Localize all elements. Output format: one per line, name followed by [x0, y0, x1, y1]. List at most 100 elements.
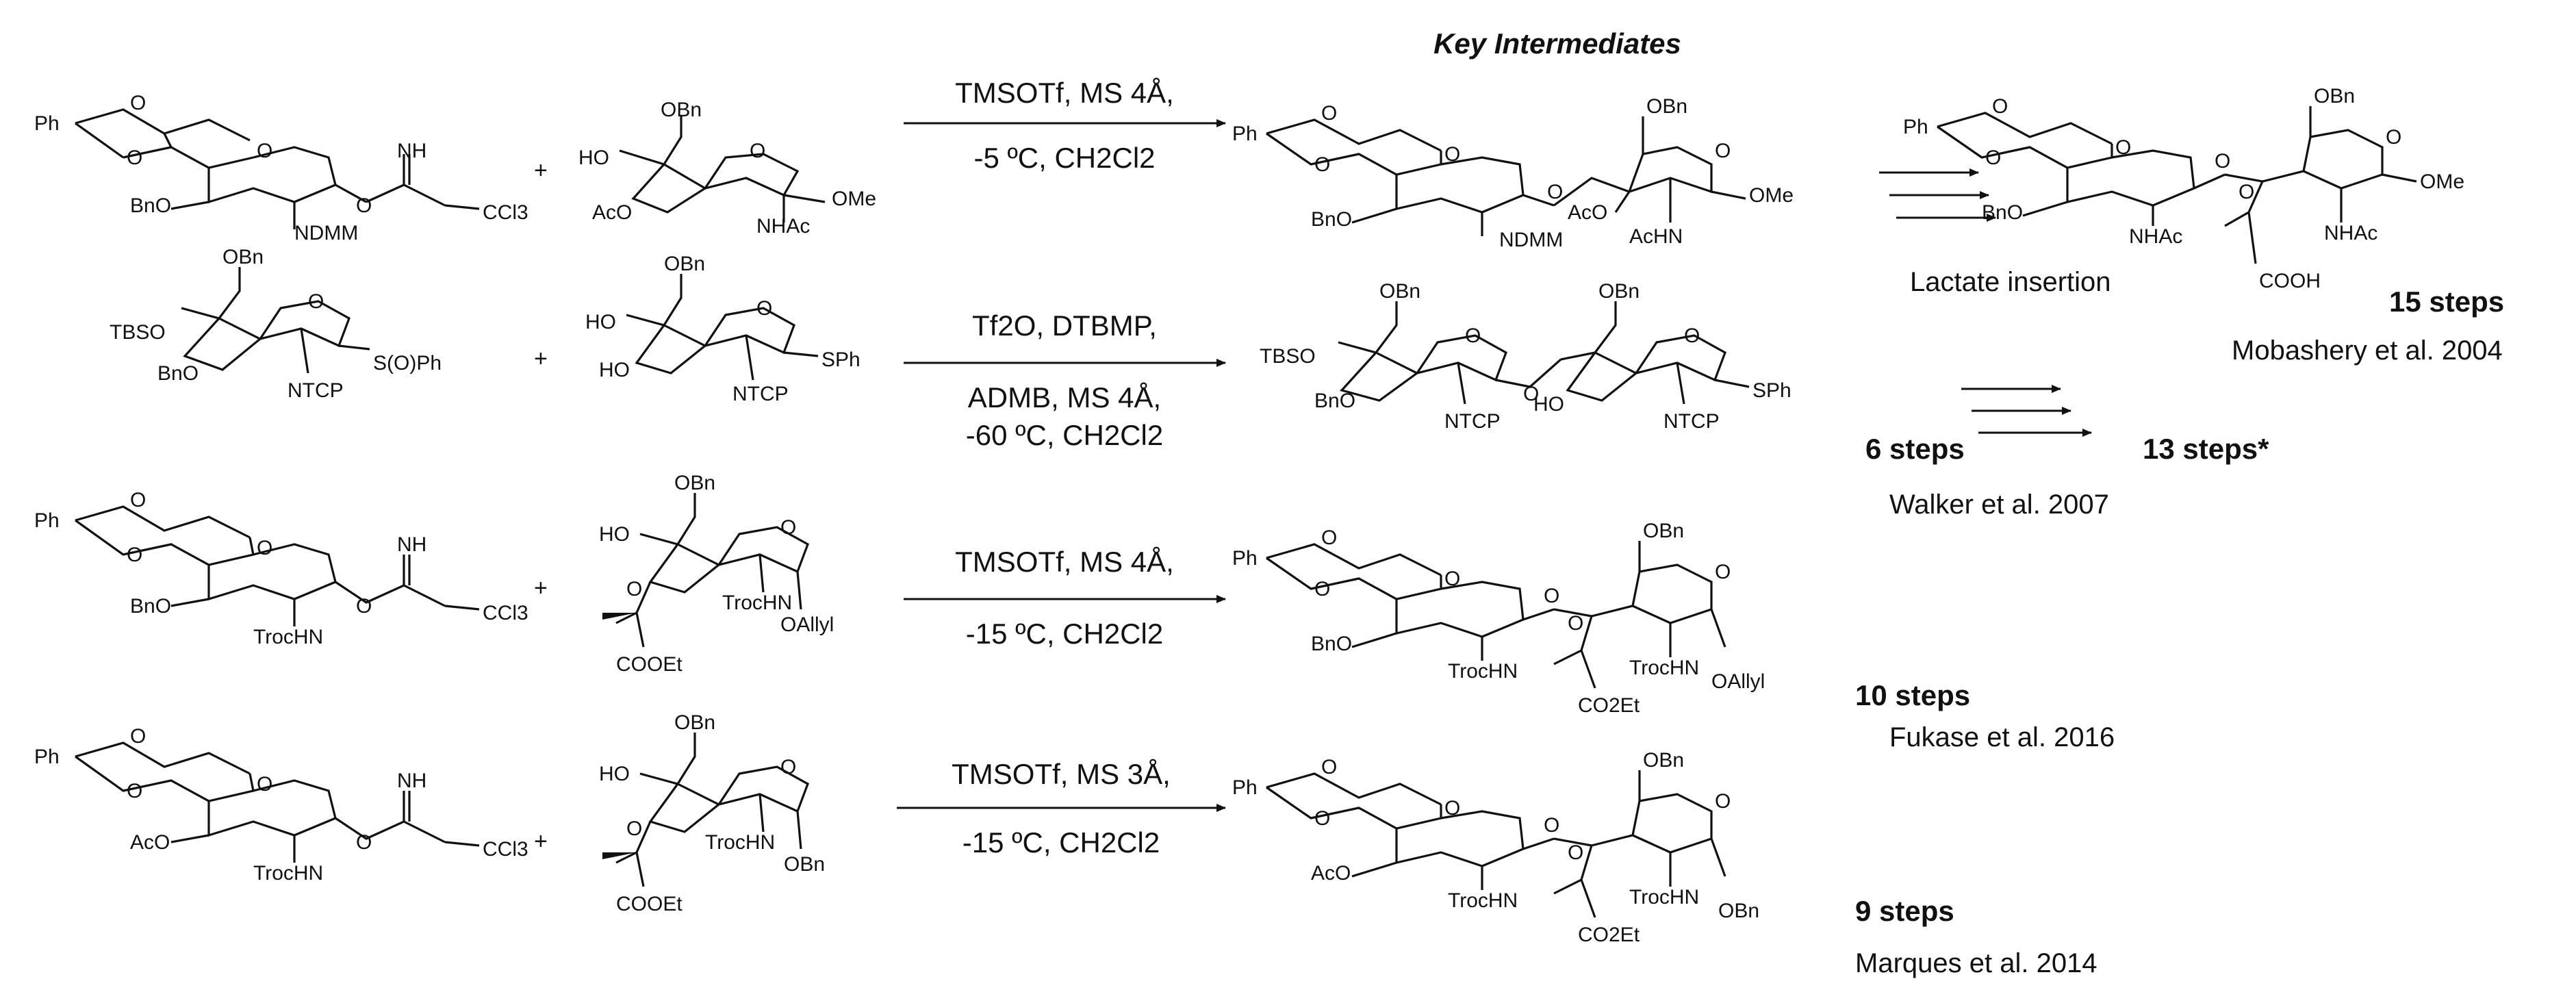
row1-conditions-line2: -5 ºC, CH2Cl2 — [973, 142, 1155, 174]
row2-acceptor-atom-2: O — [756, 297, 772, 320]
row4-product-atom-6: O — [1544, 814, 1559, 837]
row3-product-atom-7: OBn — [1643, 520, 1684, 542]
row2-product-atom-3: BnO — [1314, 390, 1355, 412]
row4-acceptor-atom-0: OBn — [674, 711, 715, 734]
row3-product-atom-12: CO2Et — [1578, 694, 1640, 717]
row4-product-atom-4: AcO — [1311, 862, 1351, 885]
final-target-structure: Ph O O O BnO NHAc O OBn O O NHAc OMe COO… — [1903, 85, 2464, 292]
row4-acceptor-atom-6: COOEt — [616, 893, 683, 915]
route-summaries: 15 steps Mobashery et al. 2004 6 steps 1… — [1855, 285, 2504, 978]
row2-acceptor-atom-3: HO — [599, 359, 630, 381]
row4-donor-atom-2: O — [127, 780, 142, 802]
row2-plus: + — [534, 346, 548, 372]
row-3: Ph O O O BnO TrocHN O NH CCl3 + OBn HO O… — [34, 472, 1765, 717]
route-2-reference: Walker et al. 2007 — [1889, 490, 2109, 520]
row4-donor-structure: Ph O O O AcO TrocHN O NH CCl3 — [34, 725, 528, 885]
final-target-atom-7: OBn — [2314, 85, 2355, 107]
row3-acceptor-atom-4: TrocHN — [722, 592, 792, 614]
final-target-atom-10: NHAc — [2324, 222, 2377, 244]
row4-product-structure: Ph O O O AcO TrocHN O OBn O O TrocHN OBn… — [1232, 749, 1759, 946]
row1-acceptor-atom-4: NHAc — [756, 215, 810, 238]
row2-donor-structure: OBn TBSO O BnO NTCP S(O)Ph — [110, 246, 442, 402]
row2-product-atom-1: TBSO — [1260, 345, 1316, 368]
route-4-reference: Marques et al. 2014 — [1855, 948, 2097, 978]
row2-donor-atom-3: BnO — [157, 362, 199, 385]
final-target-atom-1: O — [1992, 95, 2008, 118]
row3-donor-atom-3: O — [257, 537, 272, 559]
row2-product-atom-7: O — [1684, 325, 1700, 347]
row2-product-atom-10: SPh — [1752, 379, 1791, 402]
row2-product-atom-6: OBn — [1598, 280, 1640, 303]
final-target-atom-2: O — [1985, 147, 2001, 169]
row3-product-atom-4: BnO — [1311, 633, 1352, 655]
final-target-atom-0: Ph — [1903, 116, 1928, 138]
row3-product-atom-6: O — [1544, 585, 1559, 607]
row4-acceptor-structure: OBn HO O O TrocHN OBn COOEt — [599, 711, 825, 915]
row2-donor-atom-1: TBSO — [110, 321, 166, 344]
final-target-atom-11: OMe — [2420, 170, 2464, 193]
row4-plus: + — [534, 828, 548, 854]
route-3-reference: Fukase et al. 2016 — [1889, 722, 2115, 752]
row1-product-atom-11: OMe — [1749, 184, 1794, 207]
row-2: OBn TBSO O BnO NTCP S(O)Ph + OBn HO O HO… — [110, 246, 1791, 451]
row1-acceptor-structure: OBn HO O AcO NHAc OMe — [578, 99, 876, 238]
row3-acceptor-atom-6: COOEt — [616, 653, 683, 676]
row3-product-atom-11: OAllyl — [1711, 670, 1765, 693]
row3-donor-atom-2: O — [127, 544, 142, 566]
row4-product-atom-0: Ph — [1232, 776, 1258, 799]
row4-acceptor-atom-2: O — [780, 756, 796, 778]
row-4: Ph O O O AcO TrocHN O NH CCl3 + OBn HO O… — [34, 711, 1759, 946]
row3-product-atom-3: O — [1444, 568, 1460, 590]
row4-conditions-line2: -15 ºC, CH2Cl2 — [962, 826, 1160, 859]
final-target-atom-12: COOH — [2259, 270, 2321, 292]
row3-product-atom-0: Ph — [1232, 547, 1258, 570]
row3-donor-atom-8: CCl3 — [483, 602, 528, 624]
row1-donor-atom-7: NH — [397, 140, 426, 162]
row1-product-atom-5: NDMM — [1499, 229, 1563, 251]
row1-product-atom-3: O — [1444, 143, 1460, 166]
final-target-atom-3: O — [2115, 136, 2131, 159]
row3-donor-atom-6: O — [356, 595, 372, 618]
row3-product-atom-9: O — [1568, 612, 1583, 635]
row3-donor-atom-4: BnO — [130, 595, 171, 618]
row4-product-atom-1: O — [1321, 756, 1337, 778]
row2-product-structure: OBn TBSO O BnO NTCP O OBn O HO NTCP SPh — [1260, 280, 1791, 433]
row4-product-atom-5: TrocHN — [1448, 889, 1518, 912]
row3-donor-atom-7: NH — [397, 533, 426, 556]
final-target-atom-4: BnO — [1982, 201, 2023, 224]
row4-conditions-line1: TMSOTf, MS 3Å, — [952, 758, 1171, 790]
route-4-steps: 9 steps — [1855, 895, 1954, 927]
row1-acceptor-atom-5: OMe — [832, 188, 876, 210]
row1-donor-atom-5: NDMM — [294, 222, 358, 244]
final-target: Ph O O O BnO NHAc O OBn O O NHAc OMe COO… — [1879, 85, 2464, 297]
row4-product-atom-3: O — [1444, 797, 1460, 820]
row4-product-atom-8: O — [1715, 790, 1731, 813]
row3-acceptor-atom-5: OAllyl — [780, 613, 834, 636]
row4-product-atom-7: OBn — [1643, 749, 1684, 772]
row2-product-atom-4: NTCP — [1444, 410, 1501, 433]
row3-conditions-line2: -15 ºC, CH2Cl2 — [966, 618, 1163, 650]
row3-donor-atom-5: TrocHN — [253, 626, 323, 648]
row4-donor-atom-8: CCl3 — [483, 838, 528, 861]
row3-product-atom-10: TrocHN — [1629, 657, 1699, 679]
row4-donor-atom-0: Ph — [34, 746, 60, 768]
row1-donor-atom-1: O — [130, 92, 146, 114]
row1-product-structure: Ph O O O BnO NDMM O AcO OBn O AcHN OMe — [1232, 95, 1794, 251]
row2-donor-atom-0: OBn — [222, 246, 264, 268]
row4-product-atom-12: CO2Et — [1578, 924, 1640, 946]
route-2-steps-b: 13 steps* — [2143, 433, 2269, 465]
row2-acceptor-structure: OBn HO O HO NTCP SPh — [585, 253, 860, 405]
row4-acceptor-atom-4: TrocHN — [705, 831, 775, 854]
row2-product-atom-2: O — [1465, 325, 1481, 347]
row4-donor-atom-3: O — [257, 773, 272, 796]
row3-acceptor-atom-0: OBn — [674, 472, 715, 494]
row2-product-atom-0: OBn — [1379, 280, 1420, 303]
row1-product-atom-2: O — [1314, 153, 1330, 176]
row1-acceptor-atom-3: AcO — [592, 201, 632, 224]
row3-product-atom-1: O — [1321, 526, 1337, 549]
row3-product-atom-5: TrocHN — [1448, 660, 1518, 683]
row1-acceptor-atom-2: O — [750, 140, 765, 162]
row4-product-atom-11: OBn — [1718, 900, 1759, 922]
final-target-atom-5: NHAc — [2129, 225, 2182, 248]
